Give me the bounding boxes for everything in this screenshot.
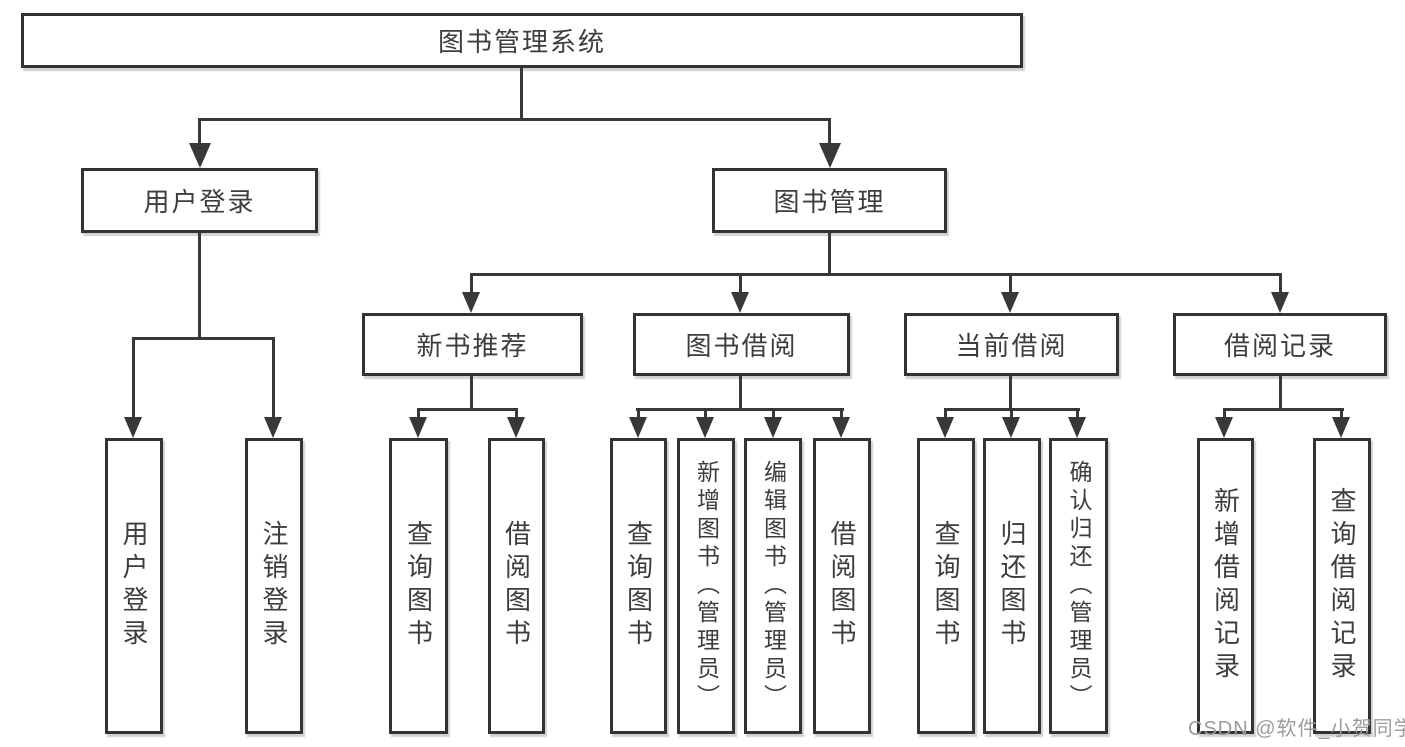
connector-drop-borrow-leaf4 xyxy=(840,408,843,420)
leaf-label: 查询图书 xyxy=(403,520,434,652)
node-label: 图书管理 xyxy=(773,187,886,217)
leaf-current-return-book: 归还图书 xyxy=(983,438,1041,734)
arrowhead-recommend xyxy=(462,292,480,313)
leaf-label: 借阅图书 xyxy=(501,520,532,652)
arrowhead-login-leaf2 xyxy=(264,417,282,438)
arrowhead-borrow xyxy=(731,292,749,313)
leaf-label: 注销登录 xyxy=(259,520,289,652)
leaf-logout: 注销登录 xyxy=(245,438,303,734)
node-label: 图书管理系统 xyxy=(437,27,606,57)
arrowhead-current-leaf1 xyxy=(936,417,954,438)
node-label: 新书推荐 xyxy=(416,331,529,361)
connector-drop-current-leaf2 xyxy=(1010,408,1013,420)
connector-drop-recommend-leaf2 xyxy=(515,408,518,420)
leaf-records-query-record: 查询借阅记录 xyxy=(1313,438,1371,734)
arrowhead-borrow-leaf4 xyxy=(832,417,850,438)
node-book-borrow: 图书借阅 xyxy=(633,313,850,376)
arrowhead-recommend-leaf2 xyxy=(507,417,525,438)
connector-drop-borrow xyxy=(739,273,742,294)
connector-borrow-stem xyxy=(739,376,742,410)
connector-bookmgmt-stem xyxy=(828,233,831,275)
node-root-library-system: 图书管理系统 xyxy=(21,13,1023,68)
leaf-current-query-book: 查询图书 xyxy=(917,438,975,734)
connector-drop-recommend xyxy=(470,273,473,294)
leaf-borrow-query-book: 查询图书 xyxy=(610,438,667,734)
connector-drop-login-leaf2 xyxy=(272,337,275,419)
connector-recommend-rail xyxy=(417,408,518,411)
connector-recommend-stem xyxy=(470,376,473,410)
arrowhead-current xyxy=(1001,292,1019,313)
connector-drop-current xyxy=(1009,273,1012,294)
connector-root-stem xyxy=(520,68,523,121)
leaf-label: 确认归还（管理员） xyxy=(1066,460,1092,712)
node-label: 当前借阅 xyxy=(955,331,1068,361)
connector-drop-borrow-leaf3 xyxy=(772,408,775,420)
connector-records-stem xyxy=(1279,376,1282,410)
leaf-borrow-edit-book-admin: 编辑图书（管理员） xyxy=(744,438,802,734)
connector-drop-borrow-leaf2 xyxy=(704,408,707,420)
leaf-label: 新增借阅记录 xyxy=(1210,487,1241,685)
node-user-login: 用户登录 xyxy=(81,168,318,233)
leaf-label: 借阅图书 xyxy=(827,520,857,652)
arrowhead-user-login xyxy=(189,143,211,168)
arrowhead-borrow-leaf1 xyxy=(629,417,647,438)
connector-level3-rail xyxy=(470,273,1282,276)
node-label: 用户登录 xyxy=(143,187,256,217)
connector-drop-current-leaf3 xyxy=(1076,408,1079,420)
leaf-recommend-query-book: 查询图书 xyxy=(389,438,448,734)
leaf-label: 用户登录 xyxy=(119,520,149,652)
arrowhead-login-leaf1 xyxy=(124,417,142,438)
connector-drop-recommend-leaf1 xyxy=(417,408,420,420)
connector-login-stem xyxy=(198,233,201,340)
arrowhead-recommend-leaf1 xyxy=(409,417,427,438)
leaf-borrow-borrow-book: 借阅图书 xyxy=(813,438,871,734)
node-current-borrow: 当前借阅 xyxy=(904,313,1119,376)
leaf-borrow-add-book-admin: 新增图书（管理员） xyxy=(677,438,735,734)
arrowhead-book-mgmt xyxy=(819,143,841,168)
node-book-management: 图书管理 xyxy=(712,168,947,233)
arrowhead-current-leaf3 xyxy=(1068,417,1086,438)
leaf-recommend-borrow-book: 借阅图书 xyxy=(488,438,545,734)
arrowhead-borrow-leaf2 xyxy=(696,417,714,438)
connector-drop-records-leaf1 xyxy=(1223,408,1226,420)
connector-borrow-rail xyxy=(636,408,844,411)
node-label: 图书借阅 xyxy=(685,331,798,361)
node-label: 借阅记录 xyxy=(1223,331,1336,361)
connector-drop-records-leaf2 xyxy=(1340,408,1343,420)
arrowhead-borrow-leaf3 xyxy=(764,417,782,438)
arrowhead-records-leaf2 xyxy=(1332,417,1350,438)
node-borrow-records: 借阅记录 xyxy=(1173,313,1387,376)
leaf-label: 编辑图书（管理员） xyxy=(760,460,787,712)
leaf-user-login: 用户登录 xyxy=(105,438,163,734)
csdn-watermark: CSDN @软件_小贺同学 xyxy=(1188,718,1405,740)
connector-level2-rail xyxy=(198,118,831,121)
leaf-current-confirm-return-admin: 确认归还（管理员） xyxy=(1049,438,1108,734)
leaf-label: 查询图书 xyxy=(931,520,961,652)
connector-current-stem xyxy=(1009,376,1012,410)
leaf-label: 查询图书 xyxy=(623,520,654,652)
leaf-label: 新增图书（管理员） xyxy=(693,460,720,712)
leaf-label: 查询借阅记录 xyxy=(1327,487,1357,685)
connector-drop-records xyxy=(1279,273,1282,294)
connector-drop-borrow-leaf1 xyxy=(637,408,640,420)
arrowhead-records xyxy=(1271,292,1289,313)
arrowhead-current-leaf2 xyxy=(1002,417,1020,438)
connector-drop-book-mgmt xyxy=(828,118,831,146)
leaf-label: 归还图书 xyxy=(997,520,1027,652)
connector-drop-current-leaf1 xyxy=(944,408,947,420)
connector-login-rail xyxy=(132,337,275,340)
connector-drop-user-login xyxy=(198,118,201,146)
connector-records-rail xyxy=(1223,408,1344,411)
node-new-book-recommend: 新书推荐 xyxy=(362,313,583,376)
connector-drop-login-leaf1 xyxy=(132,337,135,419)
arrowhead-records-leaf1 xyxy=(1215,417,1233,438)
leaf-records-add-record: 新增借阅记录 xyxy=(1197,438,1254,734)
